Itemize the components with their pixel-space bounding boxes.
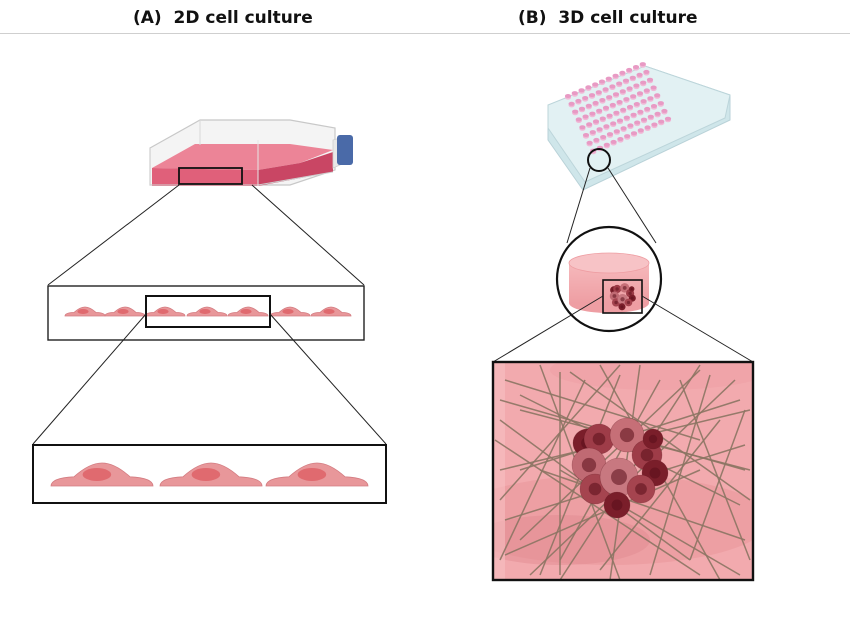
spheroid-nucleus — [630, 287, 633, 291]
spheroid-cell — [628, 286, 635, 292]
panel-b-title: (B) 3D cell culture — [518, 8, 698, 28]
zoom-line — [641, 295, 754, 363]
spheroid-nucleus — [628, 291, 632, 296]
cell-nucleus — [199, 308, 211, 315]
scaffold-detail — [491, 360, 755, 582]
zoom-line — [492, 295, 604, 363]
spheroid-nucleus — [635, 483, 647, 495]
panel-a-title: (A) 2D cell culture — [133, 8, 313, 28]
collagen-fiber — [519, 369, 701, 541]
spheroid-nucleus — [581, 457, 597, 473]
collagen-fiber — [499, 379, 586, 561]
zoom-line — [566, 167, 591, 244]
spheroid-cell — [642, 428, 664, 450]
cell-nucleus — [117, 308, 129, 315]
spheroid-cell — [626, 474, 656, 504]
collagen-fiber — [689, 409, 746, 561]
cell-nucleus — [82, 468, 112, 481]
spheroid-icon — [571, 417, 669, 519]
spheroid-cell — [624, 298, 633, 307]
well-plate-icon — [547, 62, 731, 191]
spheroid-nucleus — [620, 305, 624, 309]
spheroid-nucleus — [611, 499, 623, 511]
adherent-cell — [269, 306, 311, 317]
spheroid-nucleus — [611, 469, 627, 485]
adherent-cell — [186, 306, 228, 317]
spheroid-nucleus — [649, 467, 661, 479]
spheroid-nucleus — [620, 297, 625, 302]
spheroid-nucleus — [619, 427, 635, 443]
monolayer-strip — [47, 285, 365, 341]
spheroid-nucleus — [615, 287, 619, 291]
spheroid-nucleus — [626, 300, 631, 305]
flask-zoom-region — [178, 167, 243, 185]
zoom-line — [251, 184, 365, 286]
adherent-cell — [265, 462, 369, 487]
spheroid-cell — [618, 303, 626, 311]
monolayer-detail — [32, 444, 387, 504]
spheroid-cell — [609, 417, 645, 453]
collagen-fiber — [599, 419, 721, 571]
spheroid-nucleus — [612, 294, 617, 298]
cell-nucleus — [191, 468, 221, 481]
adherent-cell — [64, 306, 106, 317]
cell-culture-flask-icon — [149, 119, 353, 186]
adherent-cell — [144, 306, 186, 317]
header-divider — [0, 33, 850, 34]
collagen-fiber — [504, 469, 701, 556]
spheroid-cell — [603, 491, 631, 519]
strip-zoom-region — [145, 295, 271, 328]
cell-nucleus — [240, 308, 252, 315]
adherent-cell — [159, 462, 263, 487]
collagen-fiber — [679, 379, 751, 561]
spheroid-nucleus — [648, 434, 658, 444]
hydrogel-well-icon — [555, 225, 663, 333]
collagen-fiber — [494, 439, 701, 576]
spheroid-nucleus — [622, 285, 627, 290]
collagen-fiber — [649, 374, 711, 576]
spheroid-nucleus — [588, 482, 602, 496]
cell-nucleus — [297, 468, 327, 481]
adherent-cell — [50, 462, 154, 487]
spheroid-nucleus — [614, 300, 618, 305]
adherent-cell — [227, 306, 269, 317]
cell-nucleus — [282, 308, 294, 315]
zoom-line — [269, 313, 387, 445]
spheroid-nucleus — [630, 296, 634, 300]
zoom-line — [47, 184, 180, 286]
cell-nucleus — [323, 308, 335, 315]
spheroid-nucleus — [592, 432, 606, 446]
adherent-cell — [310, 306, 352, 317]
flask-cap — [337, 135, 353, 165]
adherent-cell — [104, 306, 146, 317]
cell-nucleus — [77, 308, 89, 315]
zoom-line — [607, 167, 657, 244]
selected-well-marker — [587, 148, 611, 172]
cell-nucleus — [157, 308, 169, 315]
spheroid-icon — [609, 283, 636, 311]
collagen-fiber — [539, 469, 746, 541]
spheroid-nucleus — [640, 448, 654, 462]
spheroid-cell — [609, 291, 620, 301]
zoom-line — [32, 313, 147, 445]
